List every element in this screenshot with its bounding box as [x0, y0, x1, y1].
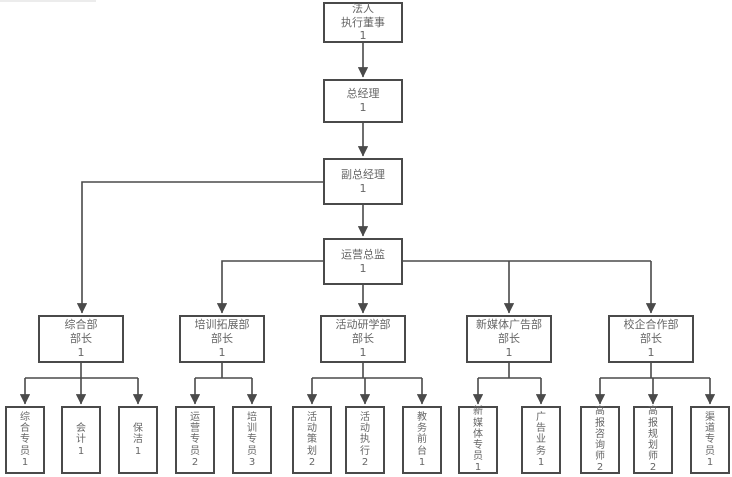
node-count: 2 [596, 462, 604, 474]
org-node-new-media-specialist[interactable]: 新 媒 体 专 员 1 [458, 406, 498, 474]
node-count: 1 [505, 345, 513, 359]
org-node-activity-executor[interactable]: 活 动 执 行 2 [345, 406, 385, 474]
node-label: 渠 道 专 员 [705, 412, 715, 457]
org-node-dept-new-media-advertising[interactable]: 新媒体广告部 部长 1 [466, 315, 552, 363]
node-count: 1 [474, 462, 482, 474]
node-label: 综合部 部长 [64, 318, 98, 346]
node-count: 2 [191, 456, 199, 468]
node-count: 1 [706, 456, 714, 468]
node-label: 活 动 执 行 [360, 412, 370, 457]
org-node-general-affairs-specialist[interactable]: 综 合 专 员 1 [5, 406, 45, 474]
org-node-gaobao-consultant[interactable]: 高 报 咨 询 师 2 [580, 406, 620, 474]
node-count: 1 [359, 101, 367, 114]
org-node-gaobao-planner[interactable]: 高 报 规 划 师 2 [633, 406, 673, 474]
org-node-dept-general-affairs[interactable]: 综合部 部长 1 [38, 315, 124, 363]
node-count: 3 [248, 456, 256, 468]
org-node-dept-school-enterprise[interactable]: 校企合作部 部长 1 [608, 315, 694, 363]
node-label: 校企合作部 部长 [623, 318, 679, 346]
node-count: 1 [537, 456, 545, 468]
node-count: 1 [21, 456, 29, 468]
node-count: 2 [361, 456, 369, 468]
node-label: 广 告 业 务 [536, 412, 546, 457]
node-label: 高 报 咨 询 师 [595, 406, 605, 463]
org-node-deputy-general-manager[interactable]: 副总经理 1 [323, 158, 403, 205]
org-node-activity-planner[interactable]: 活 动 策 划 2 [292, 406, 332, 474]
node-label: 运 营 专 员 [190, 412, 200, 457]
org-node-advertising-business[interactable]: 广 告 业 务 1 [521, 406, 561, 474]
node-label: 综 合 专 员 [20, 412, 30, 457]
node-label: 教 务 前 台 [417, 412, 427, 457]
node-label: 新 媒 体 专 员 [473, 406, 483, 463]
org-node-general-manager[interactable]: 总经理 1 [323, 79, 403, 123]
node-label: 法人 执行董事 [341, 1, 385, 29]
org-node-legal-representative[interactable]: 法人 执行董事 1 [323, 2, 403, 43]
node-count: 1 [359, 29, 367, 43]
node-count: 1 [647, 345, 655, 359]
org-node-training-specialist[interactable]: 培 训 专 员 3 [232, 406, 272, 474]
node-count: 1 [218, 345, 226, 359]
node-count: 1 [418, 456, 426, 468]
node-count: 1 [359, 261, 367, 275]
node-count: 1 [359, 345, 367, 359]
node-count: 1 [77, 345, 85, 359]
org-node-dept-activity-research[interactable]: 活动研学部 部长 1 [320, 315, 406, 363]
org-node-accountant[interactable]: 会 计 1 [61, 406, 101, 474]
org-node-dept-training-expansion[interactable]: 培训拓展部 部长 1 [179, 315, 265, 363]
node-count: 1 [134, 445, 142, 457]
node-label: 副总经理 [341, 167, 385, 181]
org-node-channel-specialist[interactable]: 渠 道 专 员 1 [690, 406, 730, 474]
org-node-cleaner[interactable]: 保 洁 1 [118, 406, 158, 474]
node-label: 活动研学部 部长 [335, 318, 391, 346]
node-label: 培训拓展部 部长 [194, 318, 250, 346]
org-node-operations-specialist[interactable]: 运 营 专 员 2 [175, 406, 215, 474]
node-label: 活 动 策 划 [307, 412, 317, 457]
node-label: 保 洁 [133, 423, 143, 446]
node-label: 新媒体广告部 部长 [476, 318, 542, 346]
node-label: 高 报 规 划 师 [648, 406, 658, 463]
node-label: 培 训 专 员 [247, 412, 257, 457]
node-count: 2 [308, 456, 316, 468]
org-node-academic-front-desk[interactable]: 教 务 前 台 1 [402, 406, 442, 474]
node-count: 1 [77, 445, 85, 457]
node-count: 1 [359, 181, 367, 195]
canvas-edge-artifact [0, 0, 96, 2]
node-label: 运营总监 [341, 247, 385, 261]
org-node-operations-director[interactable]: 运营总监 1 [323, 238, 403, 285]
node-label: 会 计 [76, 423, 86, 446]
node-count: 2 [649, 462, 657, 474]
node-label: 总经理 [346, 87, 380, 101]
